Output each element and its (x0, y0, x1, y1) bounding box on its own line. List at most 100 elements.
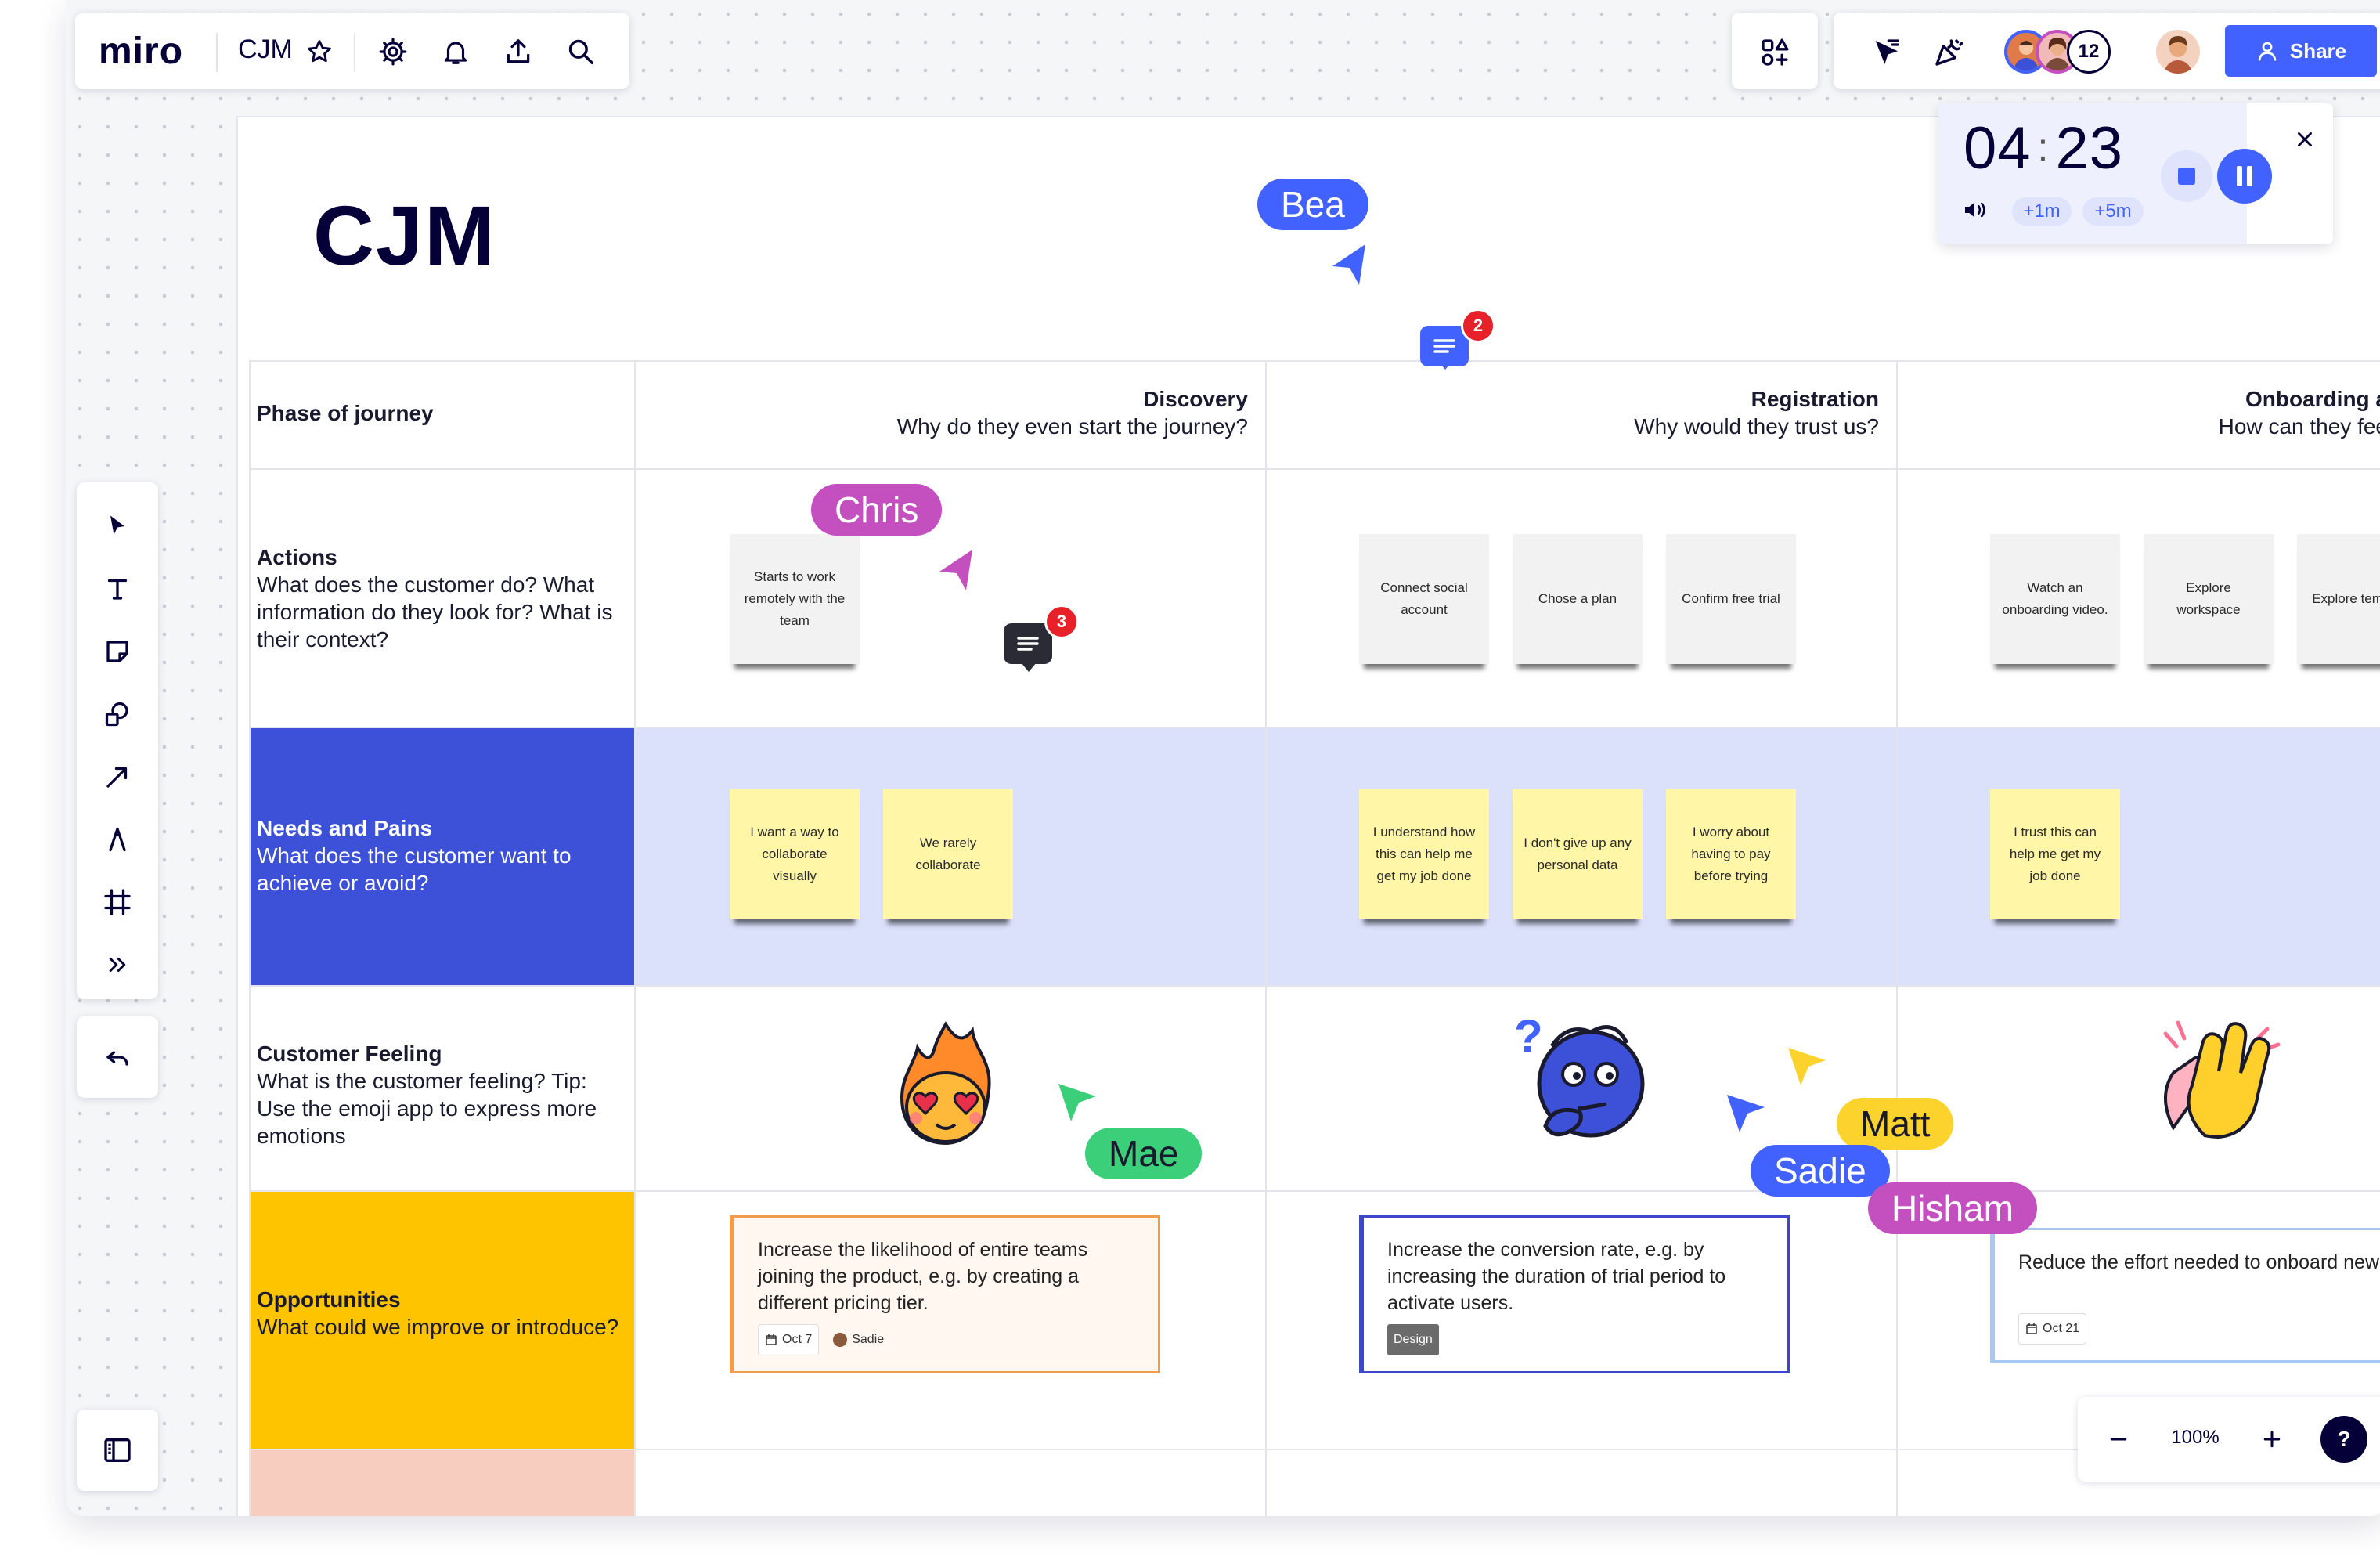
thinking-face-emoji[interactable]: ? (1514, 1009, 1655, 1148)
cursor-tracking-button[interactable] (1865, 31, 1907, 74)
sticky-note-tool[interactable] (96, 630, 139, 673)
sticky-note[interactable]: Watch an onboarding video. (1990, 534, 2120, 664)
sticky-note[interactable]: Starts to work remotely with the team (730, 534, 860, 664)
share-button[interactable]: Share (2225, 25, 2377, 77)
share-label: Share (2289, 38, 2347, 63)
row-label-needs: Needs and Pains What does the customer w… (257, 814, 625, 897)
waving-hand-emoji[interactable] (2150, 1010, 2291, 1151)
timer-minutes: 04 (1964, 115, 2032, 182)
connection-line-tool[interactable] (96, 755, 139, 799)
sticky-note[interactable]: Connect social account (1359, 534, 1489, 664)
fire-heart-eyes-emoji[interactable] (891, 1021, 1001, 1146)
comment-icon (1433, 339, 1455, 353)
export-button[interactable] (498, 31, 539, 72)
current-user-avatar[interactable] (2156, 30, 2200, 74)
cursor-icon (110, 515, 124, 535)
phase-discovery: Discovery Why do they even start the jou… (645, 385, 1248, 440)
cursor-arrow-icon (1058, 1084, 1096, 1121)
sticky-note[interactable]: We rarely collaborate (883, 789, 1013, 919)
board-name[interactable]: CJM (238, 34, 293, 64)
sticky-note[interactable]: Chose a plan (1513, 534, 1643, 664)
sticky-note[interactable]: I worry about having to pay before tryin… (1666, 789, 1796, 919)
row-text: What could we improve or introduce? (257, 1315, 619, 1339)
opportunity-card[interactable]: Increase the conversion rate, e.g. by in… (1359, 1215, 1790, 1373)
apps-panel (1732, 13, 1818, 89)
comment-pointer (1437, 360, 1453, 374)
due-date: Oct 7 (782, 1333, 813, 1346)
cursor-label-chris: Chris (811, 484, 943, 536)
table-line (249, 985, 2380, 987)
cursor-label-mae: Mae (1085, 1128, 1203, 1179)
table-line (634, 360, 636, 1516)
table-line (249, 727, 2380, 728)
search-button[interactable] (561, 31, 601, 72)
timer-sound-button[interactable] (1959, 194, 1990, 226)
due-date-chip[interactable]: Oct 7 (758, 1324, 820, 1355)
tag-badge[interactable]: Design (1387, 1324, 1439, 1355)
undo-icon (106, 1051, 128, 1066)
miro-logo[interactable]: miro (99, 31, 184, 72)
help-button[interactable]: ? (2320, 1416, 2367, 1463)
divider (216, 33, 218, 72)
comment-thread[interactable] (1004, 623, 1052, 664)
timer-add-5m-button[interactable]: +5m (2082, 197, 2144, 226)
due-date-chip[interactable]: Oct 21 (2018, 1313, 2087, 1345)
zoom-level[interactable]: 100% (2171, 1427, 2220, 1448)
zoom-panel: 100% ? (2078, 1397, 2380, 1482)
sticky-note[interactable]: I want a way to collaborate visually (730, 789, 860, 919)
opportunity-card[interactable]: Reduce the effort needed to onboard new … (1990, 1228, 2380, 1363)
timer-stop-button[interactable] (2161, 150, 2212, 202)
timer-add-1m-button[interactable]: +1m (2012, 197, 2072, 226)
phase-header: Phase of journey (257, 401, 434, 425)
comment-icon (1017, 637, 1039, 651)
more-tools-button[interactable] (96, 943, 139, 987)
sticky-note[interactable]: Explore workspace (2144, 534, 2274, 664)
zoom-in-button[interactable] (2252, 1419, 2292, 1460)
frame-tool[interactable] (96, 880, 139, 924)
sticky-note[interactable]: I don't give up any personal data (1513, 789, 1643, 919)
card-text: Increase the conversion rate, e.g. by in… (1387, 1239, 1726, 1314)
board-menu-bar: miro CJM (75, 13, 629, 89)
text-tool[interactable] (96, 567, 139, 611)
celebrate-button[interactable] (1927, 31, 1970, 74)
row-title: Actions (257, 545, 337, 569)
card-text: Increase the likelihood of entire teams … (758, 1239, 1088, 1314)
settings-button[interactable] (373, 31, 413, 72)
zoom-out-button[interactable] (2098, 1419, 2139, 1460)
sticky-note[interactable]: Explore template (2297, 534, 2380, 664)
sticky-note[interactable]: Confirm free trial (1666, 534, 1796, 664)
star-button[interactable] (301, 33, 338, 70)
opportunity-card[interactable]: Increase the likelihood of entire teams … (730, 1215, 1160, 1373)
upload-icon (507, 39, 530, 63)
notifications-button[interactable] (435, 31, 476, 72)
timer-pause-button[interactable] (2217, 149, 2272, 204)
cursor-arrow-icon (1727, 1095, 1765, 1132)
select-tool[interactable] (96, 504, 139, 548)
text-icon (107, 579, 128, 600)
collaboration-panel: 12 Share (1834, 13, 2380, 89)
stop-icon (2178, 168, 2195, 185)
board-canvas[interactable]: CJM Phase of journey Discovery Why do th… (66, 0, 2380, 1516)
timer-close-button[interactable] (2289, 124, 2320, 155)
party-popper-icon (1935, 39, 1964, 66)
comment-thread[interactable] (1420, 326, 1469, 366)
sticky-note[interactable]: I trust this can help me get my job done (1990, 789, 2120, 919)
bell-icon (444, 42, 467, 64)
user-icon (2258, 42, 2277, 61)
apps-button[interactable] (1754, 31, 1796, 74)
timer-display: 04:23 (1964, 114, 2123, 182)
search-icon (568, 39, 593, 64)
assignee-chip[interactable]: Sadie (827, 1324, 890, 1355)
person-avatar-icon (2164, 36, 2192, 74)
chevron-double-right-icon (109, 958, 126, 972)
participants-count[interactable]: 12 (2067, 30, 2111, 74)
shapes-tool[interactable] (96, 692, 139, 736)
cursor-label-hisham: Hisham (1868, 1182, 2037, 1234)
person-avatar-icon (2045, 38, 2070, 70)
pen-tool[interactable] (96, 818, 139, 861)
phase-question: Why would they trust us? (1634, 414, 1879, 439)
sticky-note[interactable]: I understand how this can help me get my… (1359, 789, 1489, 919)
toggle-sidebar-button[interactable] (96, 1428, 139, 1472)
pause-icon (2237, 166, 2252, 186)
undo-button[interactable] (96, 1035, 139, 1079)
